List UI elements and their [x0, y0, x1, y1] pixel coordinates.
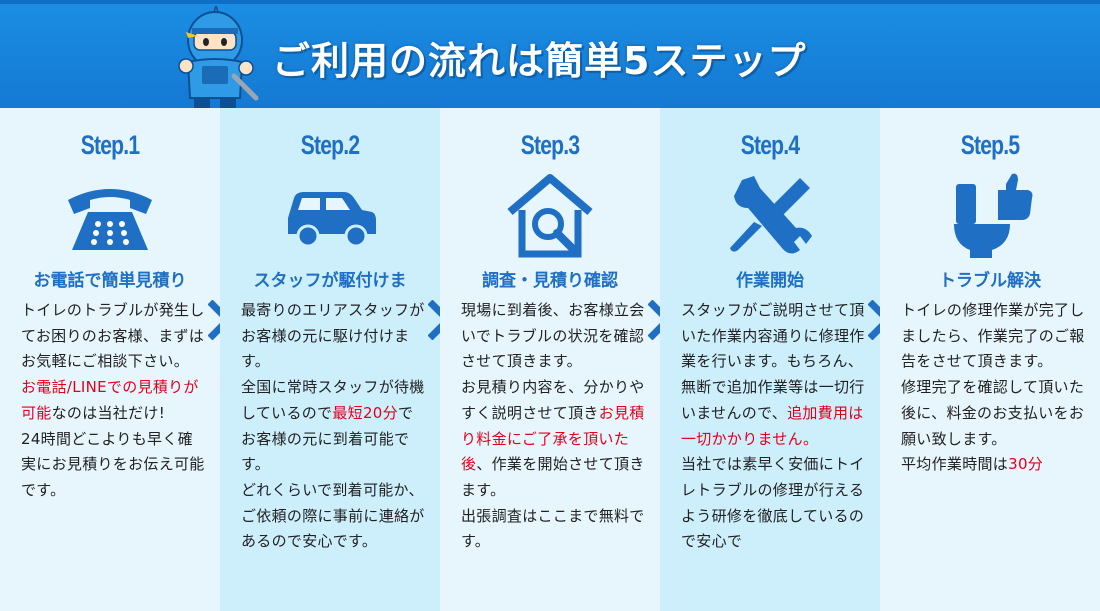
step-label: Step.1	[80, 130, 140, 160]
step-title: お電話で簡単見積り	[33, 271, 187, 291]
step-4: Step.4 作業開始 スタッフがご説明させて頂いた作業内容通りに修理作業を行い…	[660, 108, 880, 611]
step-label: Step.5	[960, 130, 1020, 160]
step-title: トラブル解決	[939, 271, 1041, 291]
page-title: ご利用の流れは簡単5ステップ	[272, 39, 807, 83]
step-title: 調査・見積り確認	[482, 271, 618, 291]
step-1: Step.1 お電話で簡単見積り トイレのトラブルが発生してお困りのお客様、まず…	[0, 108, 220, 611]
step-title: スタッフが駆付けま	[253, 271, 407, 291]
step-label: Step.2	[300, 130, 360, 160]
step-description: スタッフがご説明させて頂いた作業内容通りに修理作業を行います。もちろん、無断で追…	[681, 301, 865, 551]
step-description: 現場に到着後、お客様立会いでトラブルの状況を確認させて頂きます。お見積り内容を、…	[461, 301, 645, 551]
step-description: トイレの修理作業が完了しましたら、作業完了のご報告をさせて頂きます。修理完了を確…	[901, 301, 1085, 474]
step-description: トイレのトラブルが発生してお困りのお客様、まずはお気軽にご相談下さい。お電話/L…	[21, 301, 205, 499]
step-description: 最寄りのエリアスタッフがお客様の元に駆け付けます。全国に常時スタッフが待機してい…	[241, 301, 425, 551]
steps-section: Step.1 お電話で簡単見積り トイレのトラブルが発生してお困りのお客様、まず…	[0, 108, 1100, 611]
ninja-plumber-mascot-icon	[178, 6, 259, 110]
step-5: Step.5 トラブル解決 トイレの修理作業が完了しましたら、作業完了のご報告を…	[880, 108, 1100, 611]
step-label: Step.3	[520, 130, 580, 160]
page-header: ご利用の流れは簡単5ステップ	[0, 0, 1100, 110]
telephone-icon	[68, 189, 152, 250]
toilet-thumbs-up-icon	[954, 173, 1033, 258]
house-inspection-icon	[507, 174, 593, 258]
tools-icon	[730, 176, 812, 254]
step-2: Step.2 スタッフが駆付けま 最寄りのエリアスタッフがお客様の元に駆け付けま…	[220, 108, 440, 611]
step-title: 作業開始	[736, 271, 804, 291]
step-3: Step.3 調査・見積り確認 現場に到着後、お客様立会いでトラブルの状況を確認…	[440, 108, 660, 611]
car-icon	[288, 192, 376, 248]
step-label: Step.4	[740, 130, 800, 160]
